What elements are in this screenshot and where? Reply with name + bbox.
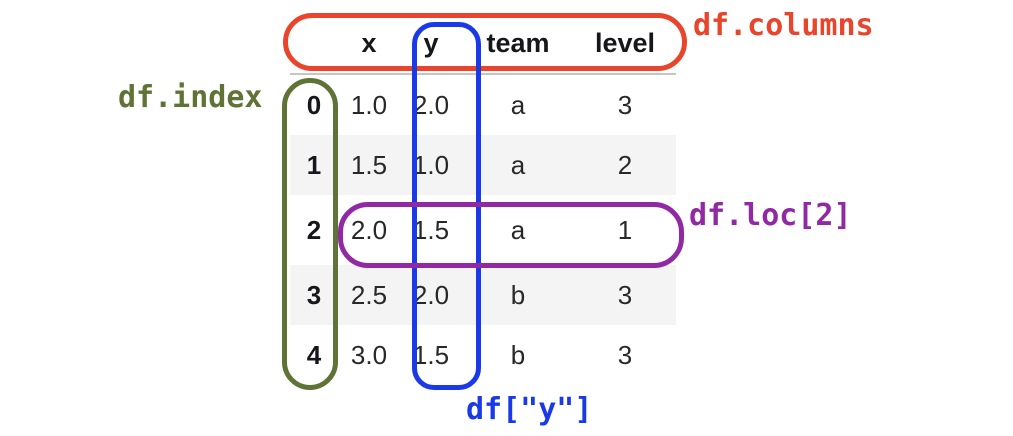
column-header-y: y: [423, 27, 439, 58]
table-row: 1 1.5 1.0 a 2: [290, 135, 676, 195]
table-row: 4 3.0 1.5 b 3: [290, 325, 676, 385]
cell-team-3: b: [510, 279, 526, 310]
cell-y-1: 1.0: [412, 149, 450, 180]
table-row: 0 1.0 2.0 a 3: [290, 75, 676, 135]
row-index-1: 1: [306, 149, 322, 180]
cell-y-3: 2.0: [412, 279, 450, 310]
cell-y-4: 1.5: [412, 339, 450, 370]
row-index-0: 0: [306, 89, 322, 120]
cell-y-0: 2.0: [412, 89, 450, 120]
cell-level-4: 3: [617, 339, 633, 370]
annotation-df-column-y: df["y"]: [466, 392, 593, 427]
cell-team-4: b: [510, 339, 526, 370]
row-index-3: 3: [306, 279, 322, 310]
annotation-df-index: df.index: [118, 80, 263, 115]
cell-level-0: 3: [617, 89, 633, 120]
cell-x-0: 1.0: [350, 89, 388, 120]
column-header-team: team: [486, 27, 550, 58]
cell-x-3: 2.5: [350, 279, 388, 310]
annotation-df-loc: df.loc[2]: [689, 198, 852, 233]
cell-level-2: 1: [617, 214, 633, 245]
column-header-level: level: [594, 27, 656, 58]
cell-x-1: 1.5: [350, 149, 388, 180]
annotation-df-columns: df.columns: [693, 8, 874, 43]
cell-team-1: a: [510, 149, 526, 180]
column-header-x: x: [361, 27, 377, 58]
row-index-2: 2: [306, 214, 322, 245]
table-header-row: x y team level: [290, 13, 676, 75]
cell-x-4: 3.0: [350, 339, 388, 370]
table-row: 3 2.5 2.0 b 3: [290, 265, 676, 325]
cell-team-2: a: [510, 214, 526, 245]
cell-level-3: 3: [617, 279, 633, 310]
cell-team-0: a: [510, 89, 526, 120]
cell-y-2: 1.5: [412, 214, 450, 245]
cell-x-2: 2.0: [350, 214, 388, 245]
row-index-4: 4: [306, 339, 322, 370]
cell-level-1: 2: [617, 149, 633, 180]
table-row: 2 2.0 1.5 a 1: [290, 195, 676, 265]
